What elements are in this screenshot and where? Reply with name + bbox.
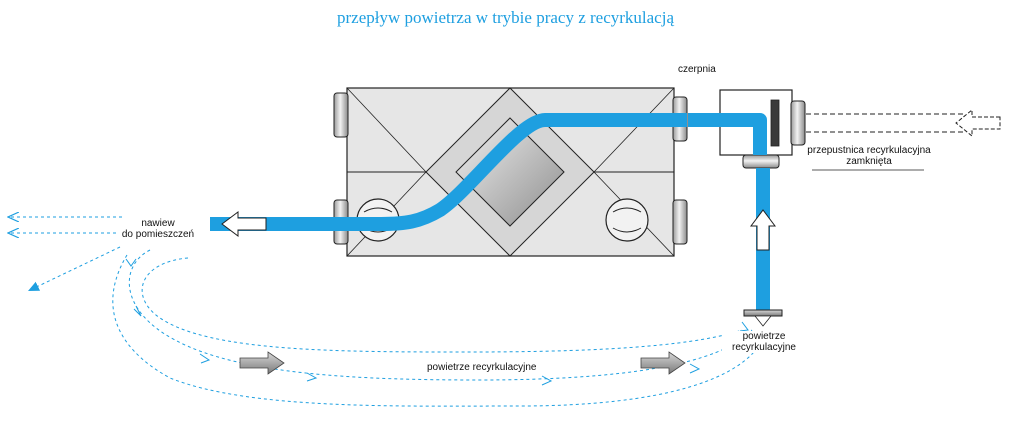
flow-arrow-icon — [221, 211, 267, 237]
label-damper-line1: przepustnica recyrkulacyjna — [807, 145, 931, 156]
label-czerpnia: czerpnia — [678, 64, 716, 75]
spigot-intake — [790, 100, 806, 146]
flow-arrow-icon — [689, 363, 701, 374]
flow-arrow-icon — [125, 258, 137, 267]
recirc-inlet-grille — [743, 309, 783, 327]
spigots — [333, 92, 688, 245]
label-nawiew-line2: do pomieszczeń — [121, 229, 195, 240]
flow-arrow-icon — [640, 351, 686, 375]
damper-blade-icon — [770, 99, 780, 147]
flow-arrow-icon — [750, 209, 776, 251]
outside-air-intake-closed — [806, 108, 1001, 138]
flow-arrow-icon — [306, 372, 318, 382]
label-damper-line2: zamknięta — [846, 156, 892, 167]
spigot-top-left — [333, 92, 349, 138]
flow-arrow-icon — [133, 305, 142, 317]
airflow-through-unit — [210, 113, 687, 231]
label-recirc-inlet-line1: powietrze — [742, 331, 786, 342]
flow-arrow-icon — [739, 321, 749, 332]
recirculation-flows — [112, 249, 767, 407]
spigot-bottom — [742, 154, 780, 169]
room-supply-flows — [8, 217, 122, 292]
flow-arrow-icon — [199, 353, 211, 364]
label-damper: przepustnica recyrkulacyjna zamknięta — [800, 145, 938, 167]
spigot-bottom-right — [672, 199, 688, 245]
label-nawiew: nawiew do pomieszczeń — [118, 218, 198, 240]
diagram-title: przepływ powietrza w trybie pracy z recy… — [337, 8, 674, 27]
label-recirc-inlet: powietrze recyrkulacyjne — [722, 331, 806, 353]
label-recirc-inlet-line2: recyrkulacyjne — [732, 342, 796, 353]
fan-icon — [605, 198, 649, 242]
label-recirc-air: powietrze recyrkulacyjne — [425, 362, 539, 373]
heat-exchanger-icon — [455, 117, 565, 227]
flow-arrow-icon — [541, 375, 553, 386]
flow-arrow-icon — [239, 351, 285, 375]
label-nawiew-line1: nawiew — [141, 218, 175, 229]
